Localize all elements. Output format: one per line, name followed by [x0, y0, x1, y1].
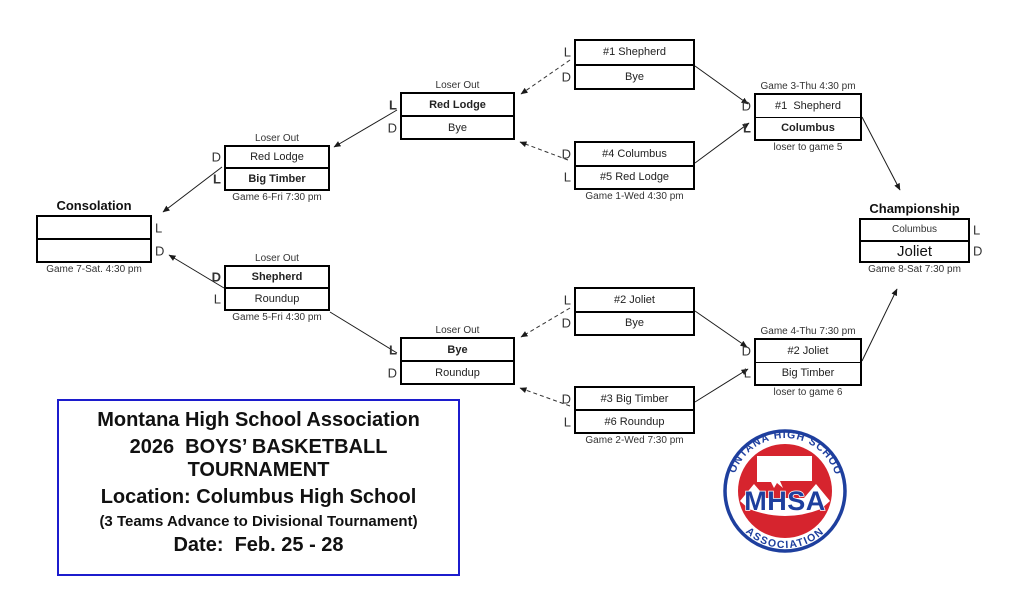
- connector-line: [861, 288, 898, 362]
- game-caption: Game 7-Sat. 4:30 pm: [46, 264, 142, 275]
- row-label: D: [741, 98, 751, 114]
- row-label: L: [563, 414, 571, 429]
- game-caption: loser to game 5: [773, 142, 843, 153]
- row-label: D: [387, 120, 397, 135]
- game-caption: Game 6-Fri 7:30 pm: [232, 192, 322, 203]
- info-location: Location: Columbus High School: [100, 486, 417, 508]
- montana-state-icon: [757, 456, 812, 488]
- row-label: D: [741, 343, 751, 359]
- game-caption: loser to game 6: [773, 387, 843, 398]
- row-label: D: [561, 391, 571, 406]
- game-caption: Game 1-Wed 4:30 pm: [585, 191, 684, 202]
- connector-line: [694, 65, 749, 105]
- game-caption: Game 2-Wed 7:30 pm: [585, 435, 684, 446]
- box-title: Championship: [869, 201, 960, 216]
- row-label: D: [561, 146, 571, 162]
- row-label: L: [973, 222, 981, 238]
- row-label: L: [155, 220, 163, 235]
- box-title: Loser Out: [435, 325, 480, 336]
- row-label: L: [213, 171, 221, 187]
- team-row: L: [38, 217, 162, 238]
- row-label: L: [389, 342, 397, 357]
- row-label: L: [213, 291, 221, 307]
- row-label: D: [387, 365, 397, 380]
- info-tournament-title: 2026 BOYS’ BASKETBALL TOURNAMENT: [129, 436, 393, 481]
- connector-line: [329, 311, 398, 354]
- row-label: D: [561, 315, 571, 331]
- row-label: L: [389, 97, 397, 112]
- row-label: L: [743, 120, 751, 136]
- box-title: Game 3-Thu 4:30 pm: [760, 81, 856, 92]
- row-label: L: [563, 169, 571, 185]
- game-caption: Game 5-Fri 4:30 pm: [232, 312, 322, 323]
- box-title: Loser Out: [255, 253, 299, 264]
- connector-line: [694, 310, 748, 348]
- row-label: D: [211, 149, 221, 165]
- mhsa-logo-icon: MONTANA HIGH SCHOOL ASSOCIATION MHSA: [723, 429, 847, 553]
- row-label: D: [155, 243, 165, 258]
- tournament-info-box: Montana High School Association 2026 BOY…: [57, 399, 460, 576]
- team-row: D: [38, 238, 164, 261]
- info-advance-note: (3 Teams Advance to Divisional Tournamen…: [99, 513, 418, 530]
- connector-line: [694, 122, 750, 164]
- game-caption: Game 8-Sat 7:30 pm: [868, 264, 961, 275]
- row-label: D: [561, 69, 571, 85]
- box-title: Loser Out: [255, 133, 299, 144]
- row-label: D: [973, 243, 983, 259]
- box-consolation: Consolation L D Game 7-Sat. 4:30 pm: [36, 198, 164, 275]
- box-title: Loser Out: [435, 80, 480, 91]
- row-label: L: [743, 365, 751, 381]
- box-title: Consolation: [56, 198, 132, 213]
- row-label: D: [211, 269, 221, 285]
- row-label: L: [563, 292, 571, 308]
- box-title: Game 4-Thu 7:30 pm: [760, 326, 856, 337]
- row-label: L: [563, 44, 571, 60]
- info-association-name: Montana High School Association: [97, 409, 420, 431]
- mhsa-logo: MONTANA HIGH SCHOOL ASSOCIATION MHSA: [721, 427, 849, 555]
- info-date: Date: Feb. 25 - 28: [173, 534, 344, 556]
- logo-acronym-text: MHSA: [744, 486, 826, 516]
- connector-line: [694, 368, 749, 403]
- connector-line: [861, 116, 901, 191]
